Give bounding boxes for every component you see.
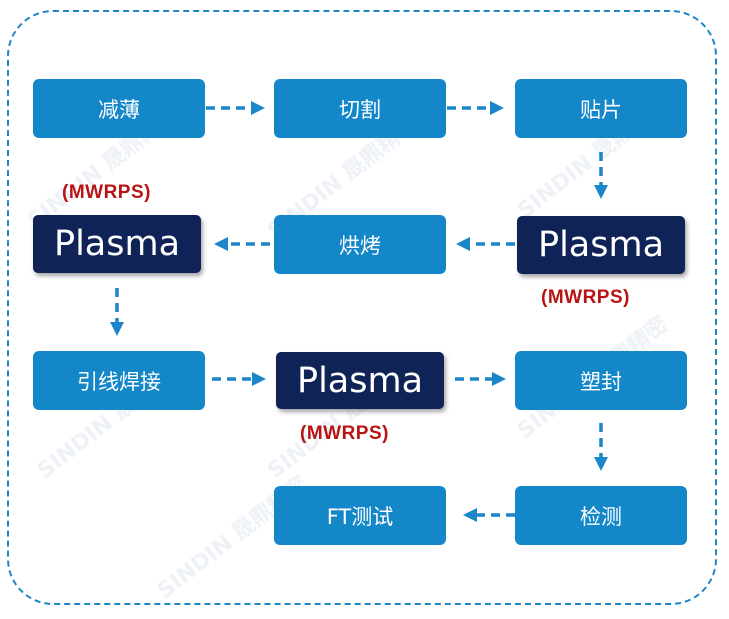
step-plasma-3: Plasma: [276, 352, 444, 409]
note-mwrps-2: (MWRPS): [541, 287, 630, 308]
step-plasma-2: Plasma: [517, 216, 685, 274]
dashed-frame: [7, 10, 717, 605]
step-ft-test: FT测试: [274, 486, 446, 545]
step-baking: 烘烤: [274, 215, 446, 274]
step-plasma-1: Plasma: [33, 215, 201, 273]
step-molding: 塑封: [515, 351, 687, 410]
step-wire-bonding: 引线焊接: [33, 351, 205, 410]
arrowhead: [456, 237, 470, 251]
arrowhead: [594, 185, 608, 199]
arrowhead: [492, 372, 506, 386]
arrowhead: [252, 372, 266, 386]
arrowhead: [490, 101, 504, 115]
arrowhead: [214, 237, 228, 251]
step-dicing: 切割: [274, 79, 446, 138]
note-mwrps-3: (MWRPS): [300, 423, 389, 444]
arrowhead: [463, 508, 477, 522]
arrowhead: [251, 101, 265, 115]
step-thinning: 减薄: [33, 79, 205, 138]
arrowhead: [110, 322, 124, 336]
step-inspection: 检测: [515, 486, 687, 545]
arrowhead: [594, 457, 608, 471]
step-mounting: 贴片: [515, 79, 687, 138]
note-mwrps-1: (MWRPS): [62, 182, 151, 203]
